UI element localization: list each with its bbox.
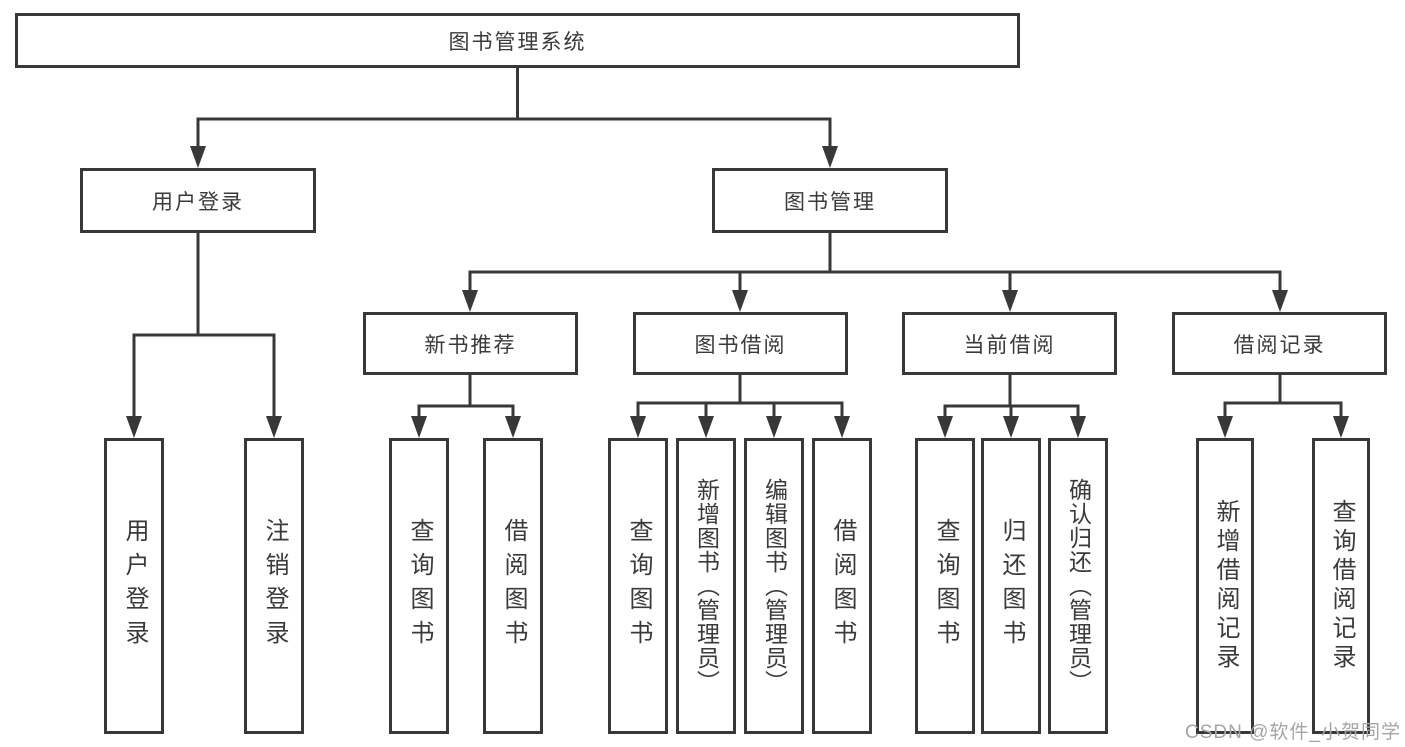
leaf-logout: 注销登录 [244, 438, 304, 734]
node-root-library-system: 图书管理系统 [15, 13, 1020, 68]
leaf-current-query-book: 查询图书 [915, 438, 975, 734]
leaf-return-book: 归还图书 [981, 438, 1041, 734]
leaf-borrow-book: 借阅图书 [812, 438, 872, 734]
node-current-borrow-label: 当前借阅 [963, 333, 1056, 357]
leaf-user-login-label: 用户登录 [121, 518, 148, 654]
node-book-management: 图书管理 [712, 168, 948, 233]
node-new-book-recommend-label: 新书推荐 [424, 333, 517, 357]
leaf-logout-label: 注销登录 [261, 518, 288, 654]
leaf-user-login: 用户登录 [104, 438, 164, 734]
leaf-borrow-query-book-label: 查询图书 [625, 518, 652, 654]
connector-current-children [943, 375, 1080, 418]
leaf-query-borrow-record: 查询借阅记录 [1312, 438, 1370, 734]
leaf-query-borrow-record-label: 查询借阅记录 [1328, 499, 1355, 673]
node-borrow-record-label: 借阅记录 [1233, 333, 1326, 357]
node-borrow-record: 借阅记录 [1172, 312, 1387, 375]
leaf-newbook-borrow-book: 借阅图书 [483, 438, 543, 734]
connector-bookmgmt-children [468, 233, 1282, 292]
leaf-add-book-admin-label: 新增图书（管理员） [693, 478, 720, 694]
node-book-borrow: 图书借阅 [633, 312, 848, 375]
node-current-borrow: 当前借阅 [902, 312, 1117, 375]
connector-newbook-children [417, 375, 515, 418]
leaf-edit-book-admin-label: 编辑图书（管理员） [761, 478, 788, 694]
node-book-borrow-label: 图书借阅 [694, 333, 787, 357]
leaf-add-borrow-record: 新增借阅记录 [1196, 438, 1254, 734]
connector-root-to-level2 [196, 68, 832, 148]
leaf-return-book-label: 归还图书 [998, 518, 1025, 654]
leaf-confirm-return-admin: 确认归还（管理员） [1048, 438, 1108, 734]
leaf-borrow-book-label: 借阅图书 [829, 518, 856, 654]
connector-record-children [1223, 375, 1343, 418]
node-user-login-label: 用户登录 [152, 190, 244, 214]
node-root-label: 图书管理系统 [448, 30, 587, 54]
node-new-book-recommend: 新书推荐 [363, 312, 578, 375]
leaf-confirm-return-admin-label: 确认归还（管理员） [1065, 478, 1092, 694]
connector-userlogin-children [132, 233, 276, 418]
leaf-newbook-query-book-label: 查询图书 [406, 518, 433, 654]
node-user-login: 用户登录 [80, 168, 316, 233]
leaf-newbook-borrow-book-label: 借阅图书 [500, 518, 527, 654]
leaf-edit-book-admin: 编辑图书（管理员） [744, 438, 804, 734]
leaf-borrow-query-book: 查询图书 [608, 438, 668, 734]
connector-borrow-children [636, 375, 844, 418]
leaf-current-query-book-label: 查询图书 [932, 518, 959, 654]
leaf-newbook-query-book: 查询图书 [389, 438, 449, 734]
node-book-management-label: 图书管理 [784, 190, 876, 214]
csdn-watermark: CSDN @软件_小贺同学 [1185, 722, 1401, 743]
leaf-add-borrow-record-label: 新增借阅记录 [1212, 499, 1239, 673]
leaf-add-book-admin: 新增图书（管理员） [676, 438, 736, 734]
